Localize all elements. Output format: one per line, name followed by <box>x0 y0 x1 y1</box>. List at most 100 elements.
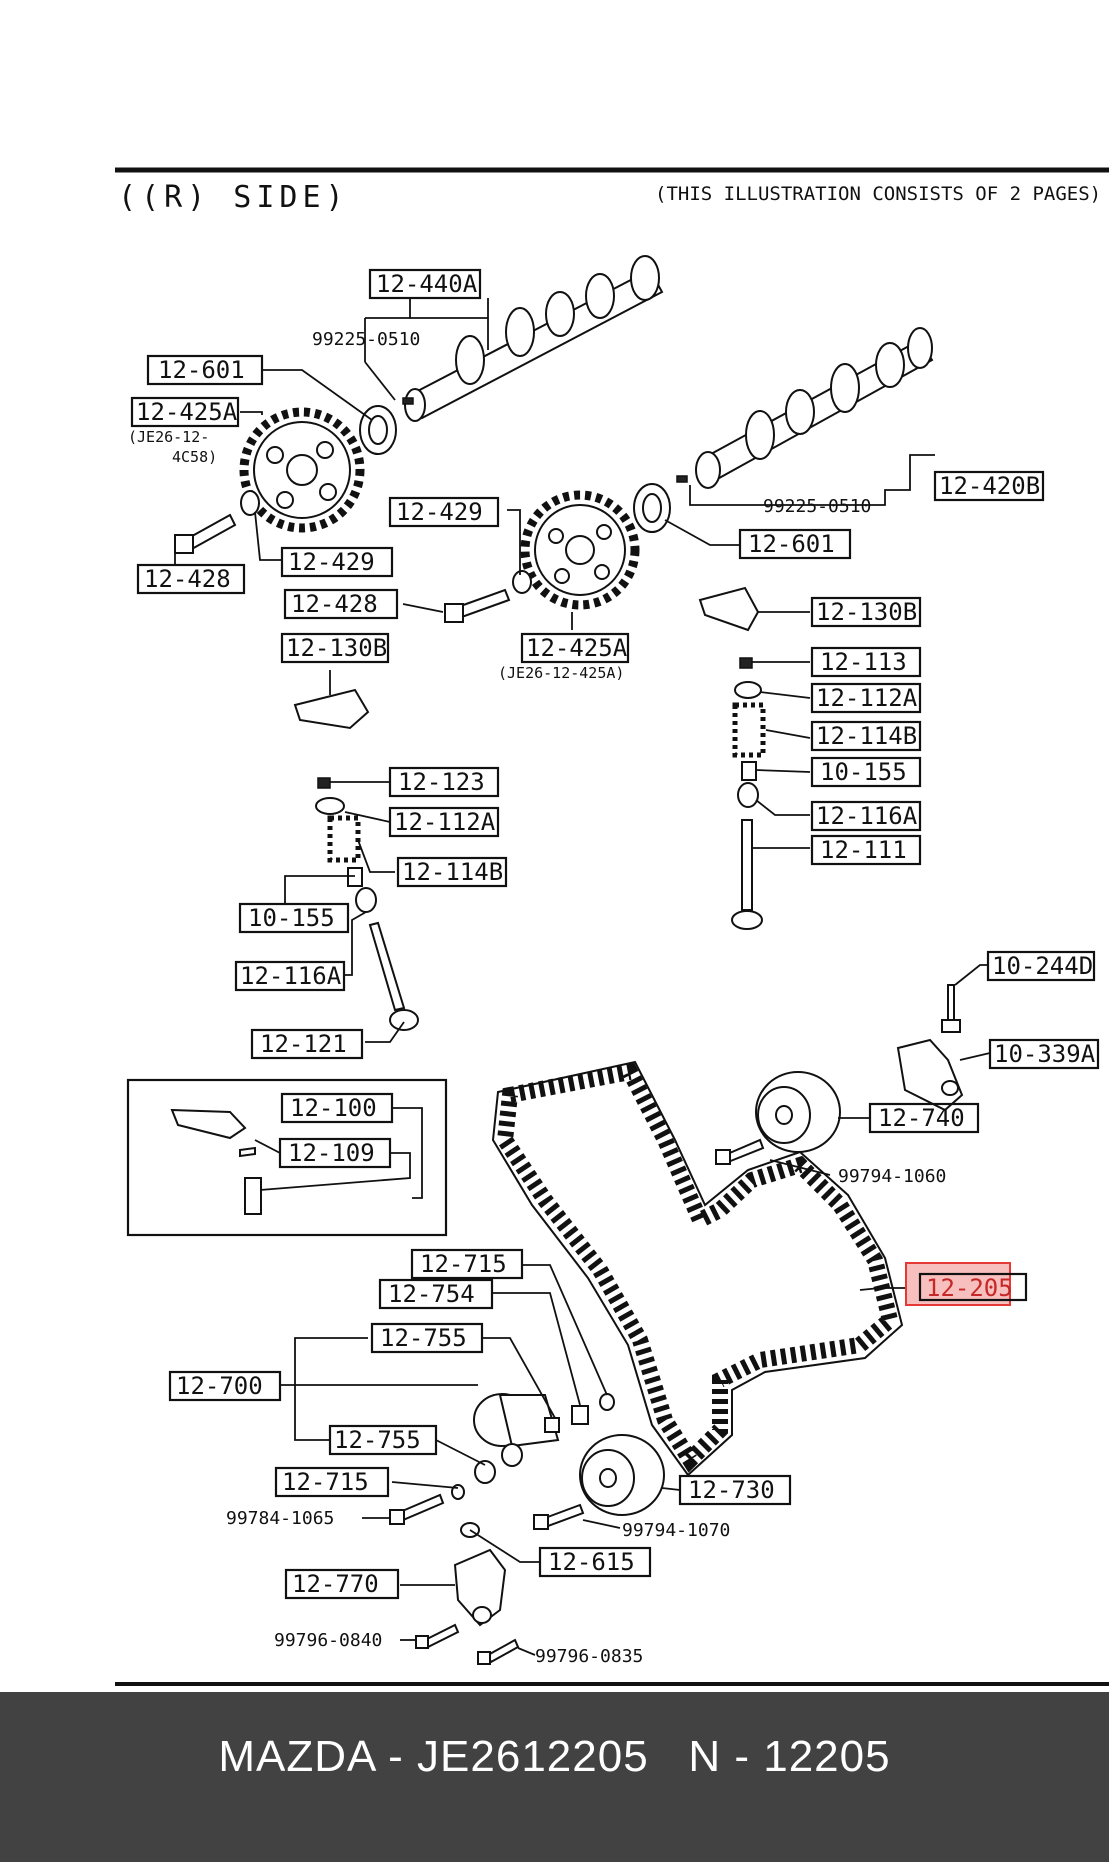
svg-text:12-425A: 12-425A <box>136 398 238 426</box>
valve-train-right <box>731 657 766 930</box>
callout-12-121[interactable]: 12-121 <box>250 1028 364 1060</box>
bolt-0835 <box>486 1638 520 1664</box>
rocker-arm-c <box>170 1108 247 1140</box>
callout-99794-1070[interactable]: 99794-1070 <box>622 1520 730 1541</box>
spacer-755 <box>544 1417 560 1433</box>
idler-pulley-740 <box>755 1071 841 1153</box>
svg-text:12-428: 12-428 <box>144 565 231 593</box>
bolt-244D <box>947 984 955 1021</box>
svg-text:12-111: 12-111 <box>820 836 907 864</box>
callout-10-339A[interactable]: 10-339A <box>988 1038 1100 1070</box>
inset-box <box>126 1078 448 1237</box>
callout-12-740[interactable]: 12-740 <box>868 1102 980 1134</box>
sprocket-upper <box>239 407 365 533</box>
callout-12-116A-a[interactable]: 12-116A <box>234 960 346 992</box>
timing-belt <box>491 1060 904 1477</box>
callout-12-715-b[interactable]: 12-715 <box>274 1466 390 1498</box>
bolt-b <box>444 588 511 623</box>
callout-99794-1060[interactable]: 99794-1060 <box>838 1166 946 1187</box>
callout-10-155-b[interactable]: 10-155 <box>810 756 922 788</box>
callout-12-429-b[interactable]: 12-429 <box>388 496 500 528</box>
svg-text:12-130B: 12-130B <box>816 598 917 626</box>
svg-text:12-123: 12-123 <box>398 768 485 796</box>
svg-text:12-109: 12-109 <box>288 1139 375 1167</box>
callout-12-111[interactable]: 12-111 <box>810 834 922 866</box>
callout-12-428-b[interactable]: 12-428 <box>283 588 399 620</box>
callout-12-754[interactable]: 12-754 <box>378 1278 494 1310</box>
leader-lines <box>174 298 991 1656</box>
callout-12-123[interactable]: 12-123 <box>388 766 500 798</box>
callout-12-755-a[interactable]: 12-755 <box>370 1322 484 1354</box>
callout-12-770[interactable]: 12-770 <box>284 1568 400 1600</box>
svg-text:12-113: 12-113 <box>820 648 907 676</box>
callout-12-755-b[interactable]: 12-755 <box>328 1424 438 1456</box>
camshaft-upper <box>404 255 664 422</box>
note-425A-a-line2: 4C58) <box>172 448 217 466</box>
bolt-1065 <box>398 1493 445 1522</box>
svg-text:12-428: 12-428 <box>291 590 378 618</box>
callout-12-440A[interactable]: 12-440A <box>368 268 482 300</box>
svg-text:12-205: 12-205 <box>926 1274 1013 1302</box>
callout-12-114B-b[interactable]: 12-114B <box>810 720 922 752</box>
callout-12-429-a[interactable]: 12-429 <box>280 546 394 578</box>
pages-note: (THIS ILLUSTRATION CONSISTS OF 2 PAGES) <box>655 183 1101 205</box>
svg-text:12-730: 12-730 <box>688 1476 775 1504</box>
svg-text:12-112A: 12-112A <box>394 808 496 836</box>
callout-12-113[interactable]: 12-113 <box>810 646 922 678</box>
svg-text:10-339A: 10-339A <box>994 1040 1096 1068</box>
svg-text:12-740: 12-740 <box>878 1104 965 1132</box>
callout-12-601-b[interactable]: 12-601 <box>738 528 852 560</box>
tensioner-700 <box>473 1393 560 1467</box>
svg-text:12-121: 12-121 <box>260 1030 347 1058</box>
callout-12-109[interactable]: 12-109 <box>278 1137 392 1169</box>
rocker-arm-b <box>698 586 760 632</box>
callout-12-114B-a[interactable]: 12-114B <box>396 856 508 888</box>
spacer-755b <box>474 1460 496 1484</box>
svg-text:10-155: 10-155 <box>820 758 907 786</box>
callout-12-112A-b[interactable]: 12-112A <box>810 682 922 714</box>
svg-text:12-116A: 12-116A <box>816 802 918 830</box>
svg-text:12-130B: 12-130B <box>286 634 387 662</box>
camshaft-lower <box>695 327 934 489</box>
callout-12-428-a[interactable]: 12-428 <box>136 563 246 595</box>
callout-99225-0510-a[interactable]: 99225-0510 <box>312 329 420 350</box>
svg-text:12-770: 12-770 <box>292 1570 379 1598</box>
callout-12-715-a[interactable]: 12-715 <box>410 1248 524 1280</box>
bolt-0840 <box>423 1623 460 1649</box>
callout-12-205[interactable]: 12-205 <box>905 1262 1028 1306</box>
svg-text:12-429: 12-429 <box>288 548 375 576</box>
callout-10-155-a[interactable]: 10-155 <box>238 902 350 934</box>
callout-12-730[interactable]: 12-730 <box>678 1474 792 1506</box>
svg-text:12-114B: 12-114B <box>402 858 503 886</box>
callout-99796-0840[interactable]: 99796-0840 <box>274 1630 382 1651</box>
callout-12-425A-a[interactable]: 12-425A <box>130 396 240 428</box>
callout-12-601-a[interactable]: 12-601 <box>146 354 264 386</box>
sleeve-754 <box>571 1405 589 1425</box>
callout-99225-0510-b[interactable]: 99225-0510 <box>763 496 871 517</box>
washer-715 <box>599 1393 615 1411</box>
callout-99784-1065[interactable]: 99784-1065 <box>226 1508 334 1529</box>
svg-text:12-116A: 12-116A <box>240 962 342 990</box>
parts-diagram: ((R) SIDE) (THIS ILLUSTRATION CONSISTS O… <box>115 167 1109 1686</box>
note-425A-b: (JE26-12-425A) <box>498 664 624 682</box>
callout-12-116A-b[interactable]: 12-116A <box>810 800 922 832</box>
auto-tensioner-770 <box>453 1522 507 1627</box>
callout-12-100[interactable]: 12-100 <box>280 1092 394 1124</box>
svg-text:12-420B: 12-420B <box>939 472 1040 500</box>
callout-12-130B-a[interactable]: 12-130B <box>280 632 390 664</box>
callout-99796-0835[interactable]: 99796-0835 <box>535 1646 643 1667</box>
washer-a <box>240 490 260 516</box>
callout-12-700[interactable]: 12-700 <box>168 1370 282 1402</box>
footer-bar: MAZDA - JE2612205 N - 12205 <box>0 1692 1109 1862</box>
callout-12-615[interactable]: 12-615 <box>538 1546 652 1578</box>
svg-text:12-755: 12-755 <box>334 1426 421 1454</box>
footer-title: MAZDA - JE2612205 N - 12205 <box>218 1732 891 1781</box>
callout-12-112A-a[interactable]: 12-112A <box>388 806 500 838</box>
callout-12-130B-b[interactable]: 12-130B <box>810 596 922 628</box>
callout-10-244D[interactable]: 10-244D <box>986 950 1096 982</box>
svg-text:12-755: 12-755 <box>380 1324 467 1352</box>
svg-text:12-615: 12-615 <box>548 1548 635 1576</box>
bracket-339A <box>896 1038 964 1112</box>
callout-12-420B[interactable]: 12-420B <box>933 470 1045 502</box>
callout-12-425A-b[interactable]: 12-425A <box>520 632 630 664</box>
